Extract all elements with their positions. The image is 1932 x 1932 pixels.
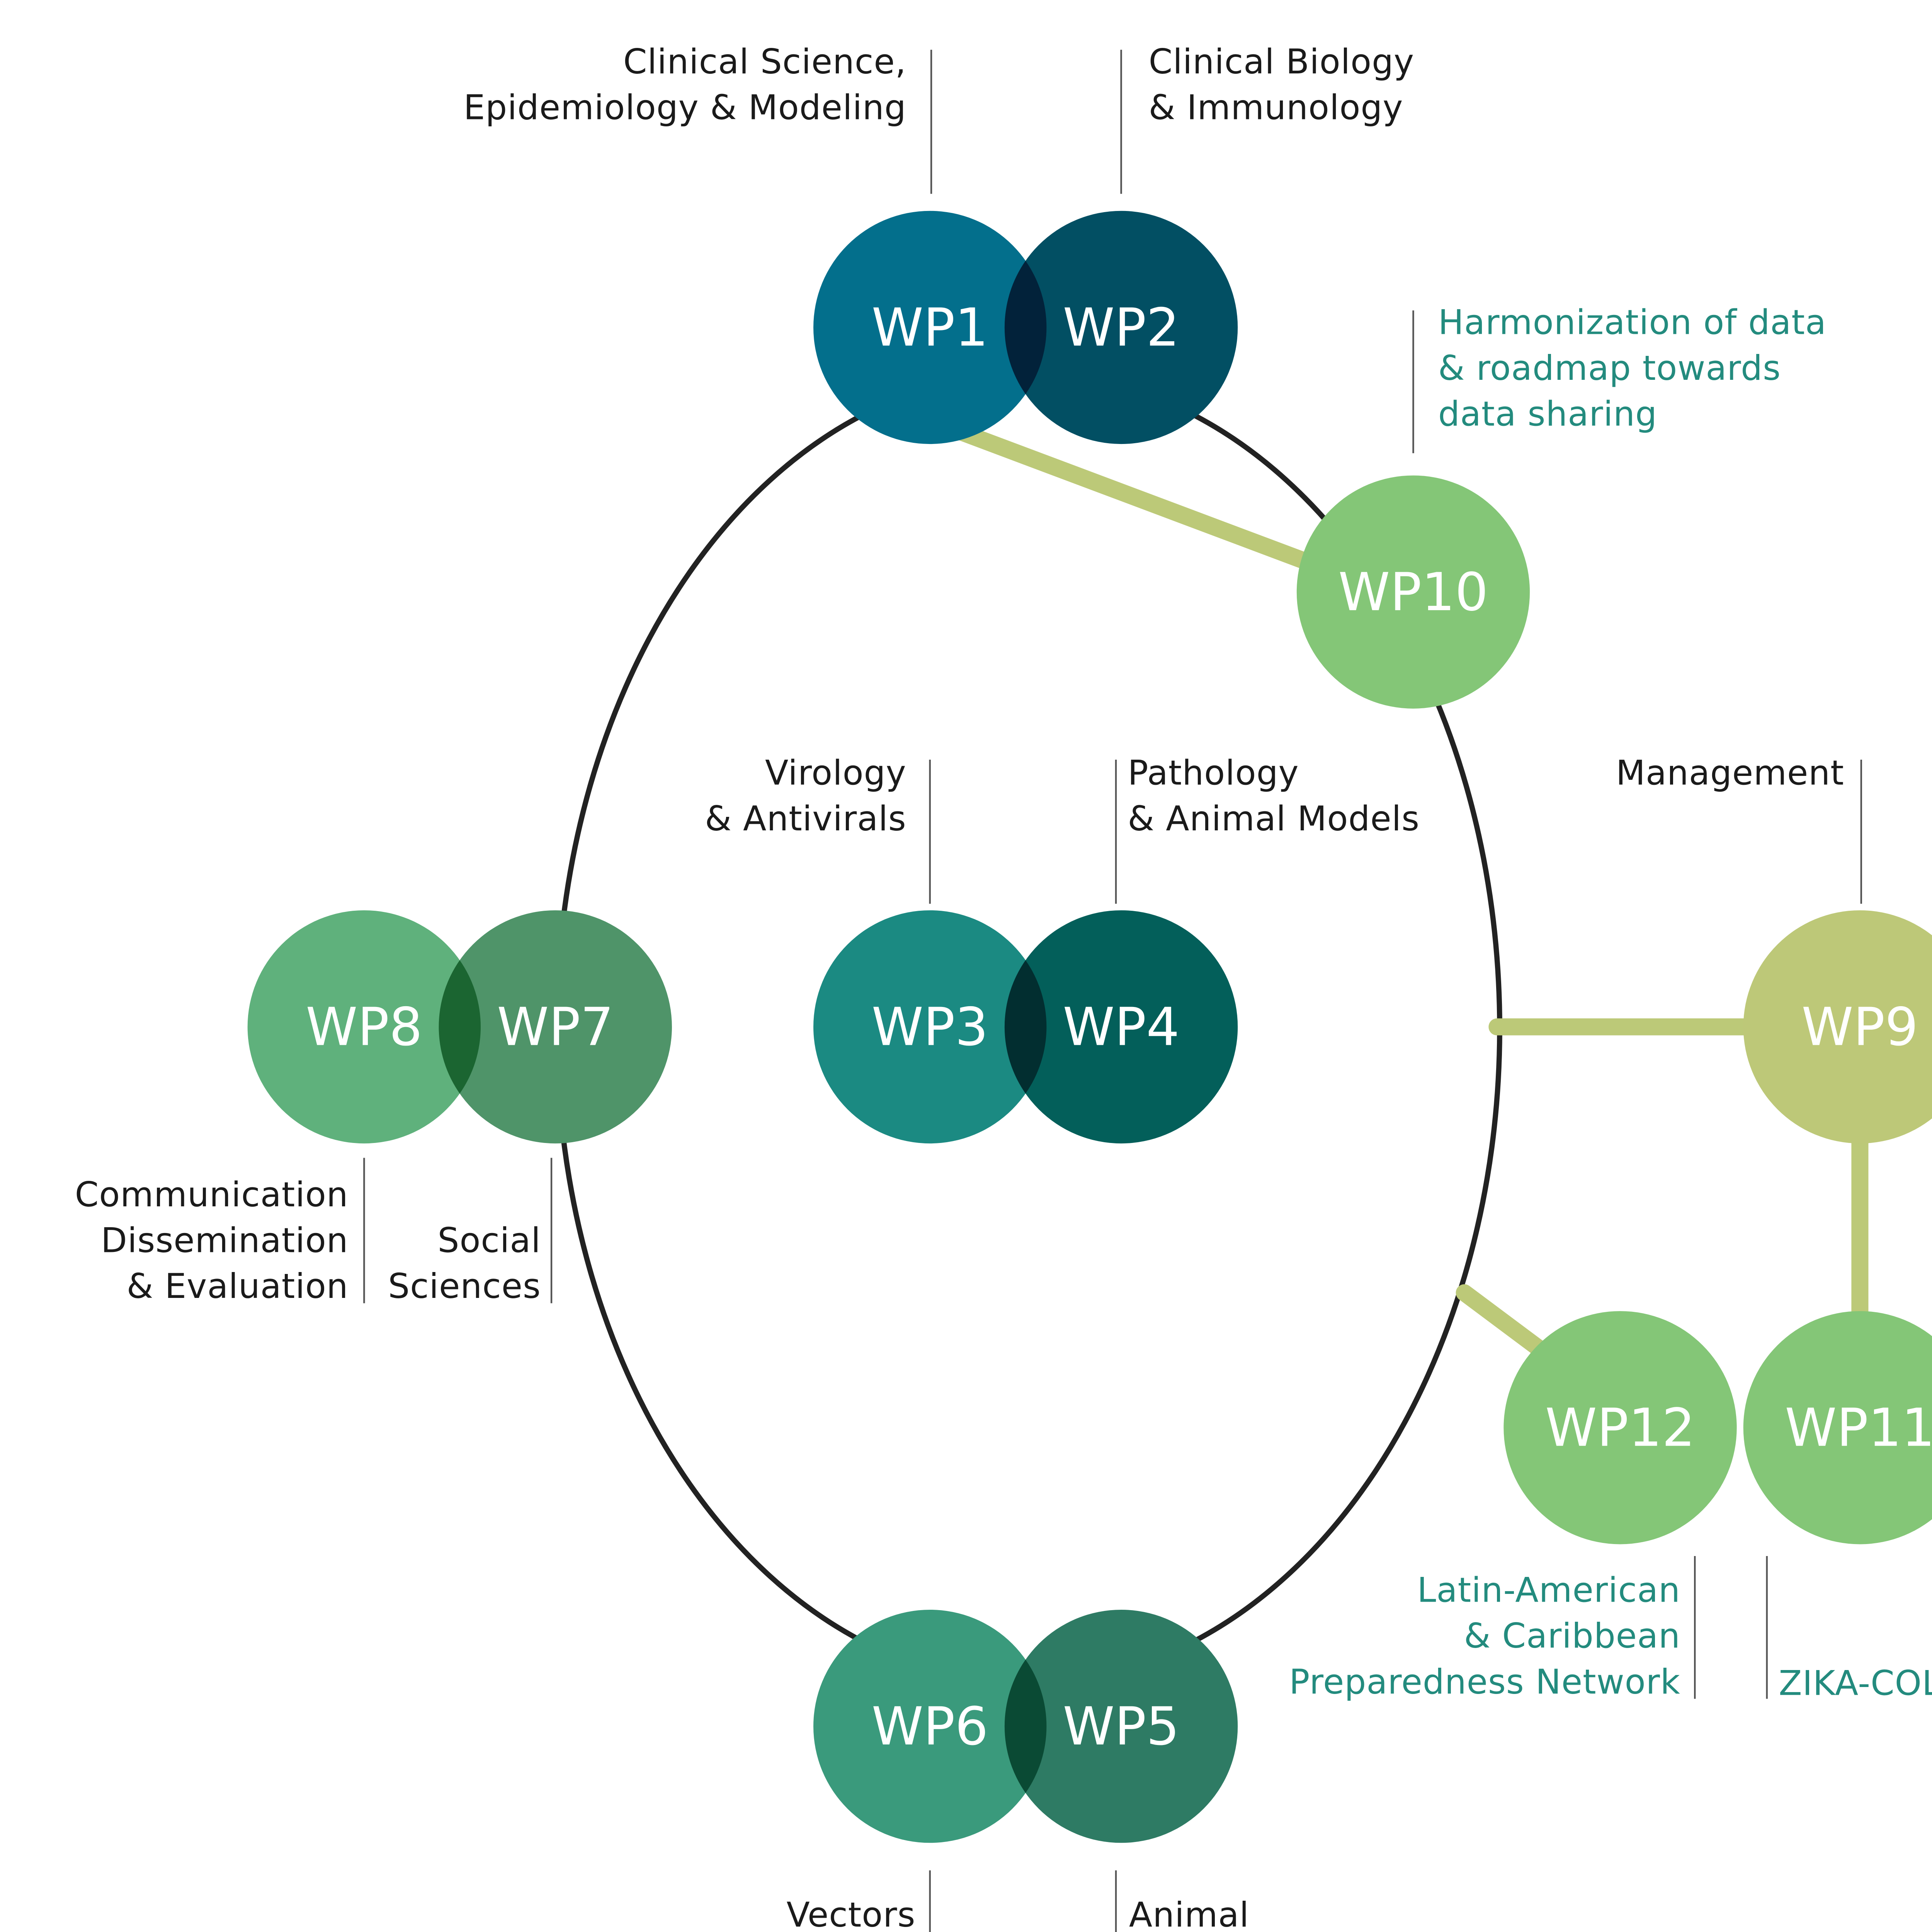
node-wp6[interactable]: [813, 1609, 1047, 1843]
overlap-wp6-wp5: [1004, 1660, 1047, 1793]
node-label-wp8: WP8: [306, 997, 422, 1058]
label-wp6: Vectors & Vector Control: [786, 1896, 916, 1932]
node-wp9[interactable]: [1743, 910, 1932, 1144]
node-circle-wp6: [813, 1609, 1047, 1843]
label-wp3: Virology & Antivirals: [705, 754, 906, 840]
node-wp2[interactable]: [1004, 211, 1238, 444]
label-wp7: Social Sciences: [388, 1222, 541, 1307]
node-circle-wp8: [247, 910, 481, 1144]
link-wp1-wp10: [904, 405, 1327, 575]
overlap-wp8-wp7: [439, 960, 481, 1094]
node-wp12[interactable]: [1503, 1311, 1737, 1544]
node-label-wp12: WP12: [1545, 1397, 1695, 1458]
node-circle-wp10: [1296, 475, 1530, 709]
node-wp7[interactable]: [439, 910, 672, 1144]
node-circle-wp5: [1004, 1609, 1238, 1843]
node-circle-wp11: [1743, 1311, 1932, 1544]
node-circle-wp2: [1004, 211, 1238, 444]
node-label-wp9: WP9: [1801, 997, 1918, 1058]
node-wp1[interactable]: [813, 211, 1047, 444]
label-wp1: Clinical Science, Epidemiology & Modelin…: [463, 43, 906, 129]
node-label-wp10: WP10: [1338, 561, 1488, 622]
label-wp10: Harmonization of data & roadmap towards …: [1438, 304, 1827, 435]
node-label-wp11: WP11: [1785, 1397, 1932, 1458]
node-wp11[interactable]: [1743, 1311, 1932, 1544]
node-label-wp5: WP5: [1063, 1696, 1180, 1757]
leader-lines-layer: [363, 49, 1862, 1932]
overlap-wp1-wp2: [1004, 260, 1047, 395]
node-label-wp1: WP1: [872, 297, 988, 358]
node-circle-wp4: [1004, 910, 1238, 1144]
node-wp8[interactable]: [247, 910, 481, 1144]
node-circle-wp7: [439, 910, 672, 1144]
node-label-wp6: WP6: [872, 1696, 988, 1757]
overlap-wp3-wp4: [1004, 960, 1047, 1094]
label-wp4: Pathology & Animal Models: [1128, 754, 1420, 840]
label-wp9: Management: [1616, 754, 1844, 794]
node-circle-wp3: [813, 910, 1047, 1144]
node-circle-wp1: [813, 211, 1047, 444]
node-wp3[interactable]: [813, 910, 1047, 1144]
label-wp8: Communication Dissemination & Evaluation: [75, 1176, 349, 1307]
node-circle-wp9: [1743, 910, 1932, 1144]
node-label-wp7: WP7: [497, 997, 614, 1058]
node-label-wp3: WP3: [872, 997, 988, 1058]
node-wp10[interactable]: [1296, 475, 1530, 709]
node-wp4[interactable]: [1004, 910, 1238, 1144]
node-circle-wp12: [1503, 1311, 1737, 1544]
node-label-wp2: WP2: [1063, 297, 1180, 358]
label-wp12: Latin-American & Caribbean Preparedness …: [1289, 1571, 1680, 1703]
label-wp5: Animal Reservoirs: [1129, 1896, 1250, 1932]
node-wp5[interactable]: [1004, 1609, 1238, 1843]
label-wp11: ZIKA-COLLAB: [1779, 1665, 1932, 1704]
label-wp2: Clinical Biology & Immunology: [1148, 43, 1415, 129]
node-label-wp4: WP4: [1063, 997, 1180, 1058]
